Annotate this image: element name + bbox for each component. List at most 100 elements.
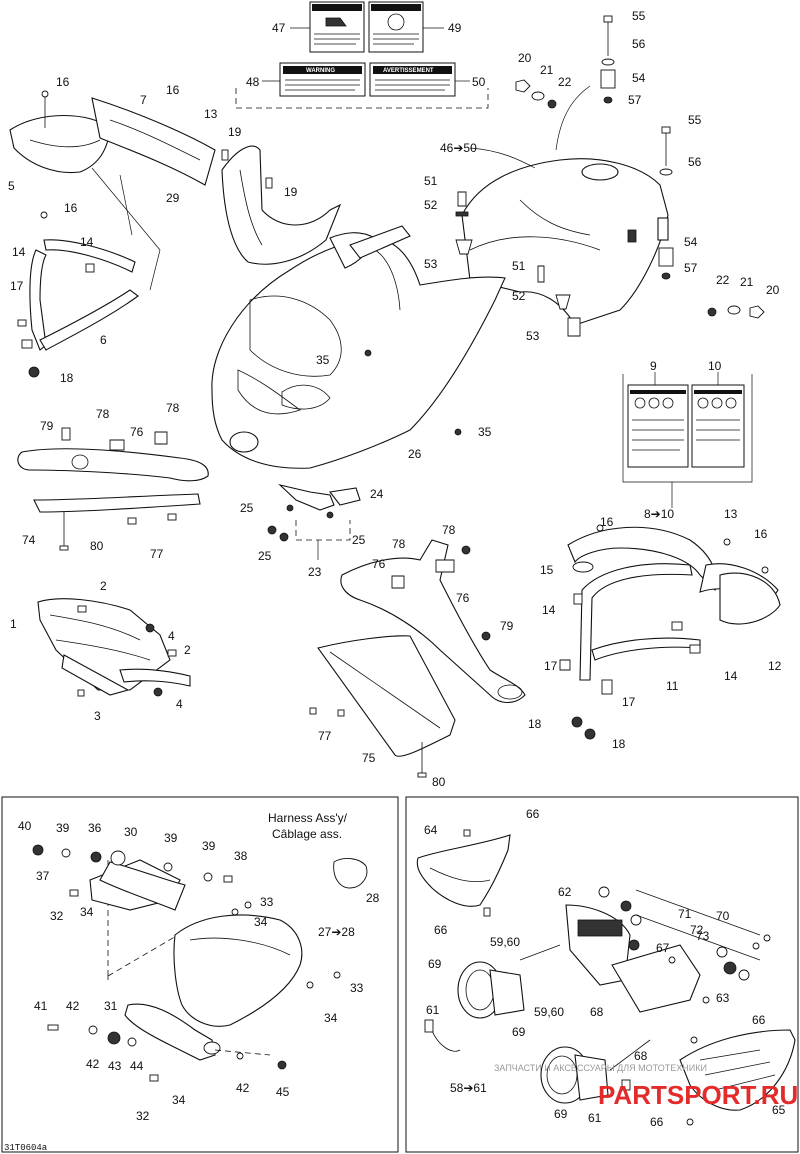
callout-1: 1 [10, 617, 17, 631]
callout-27-28: 27➔28 [318, 925, 355, 939]
callout-39-a: 39 [56, 821, 70, 835]
callout-56-lower: 56 [688, 155, 702, 169]
headlight-lamp-group [416, 829, 796, 1126]
callout-78-b: 78 [166, 401, 180, 415]
callout-20-lower: 20 [766, 283, 780, 297]
decal-50-heading: AVERTISSEMENT [383, 68, 434, 74]
headlight-assembly-panel [405, 796, 799, 1153]
headlight-bracket-panel [1, 796, 399, 1153]
callout-75: 75 [362, 751, 376, 765]
callout-67: 67 [656, 941, 670, 955]
callout-22-lower: 22 [716, 273, 730, 287]
callout-17-b: 17 [544, 659, 558, 673]
callout-14-c: 14 [542, 603, 556, 617]
callout-28: 28 [366, 891, 380, 905]
callout-42-b: 42 [86, 1057, 100, 1071]
right-bumper-frame-11 [559, 524, 781, 740]
front-bumper-frame-6 [17, 90, 139, 378]
callout-69-a: 69 [428, 957, 442, 971]
callout-55-lower: 55 [688, 113, 702, 127]
callout-32-b: 32 [136, 1109, 150, 1123]
callout-14-a: 14 [12, 245, 26, 259]
callout-10: 10 [708, 359, 722, 373]
callout-56-upper: 56 [632, 37, 646, 51]
callout-42-a: 42 [66, 999, 80, 1013]
callout-77-b: 77 [318, 729, 332, 743]
callout-7: 7 [140, 93, 147, 107]
callout-34-d: 34 [172, 1093, 186, 1107]
callout-47: 47 [272, 21, 286, 35]
callout-18-c: 18 [612, 737, 626, 751]
side-handle-74 [17, 427, 209, 551]
callout-25-c: 25 [352, 533, 366, 547]
callout-34-c: 34 [324, 1011, 338, 1025]
callout-6: 6 [100, 333, 107, 347]
callout-39-b: 39 [164, 831, 178, 845]
callout-35-b: 35 [478, 425, 492, 439]
callout-23: 23 [308, 565, 322, 579]
belly-pan-75 [309, 539, 526, 778]
callout-34-b: 34 [254, 915, 268, 929]
callout-25-b: 25 [258, 549, 272, 563]
callout-77-a: 77 [150, 547, 164, 561]
callout-40: 40 [18, 819, 32, 833]
callout-63: 63 [716, 991, 730, 1005]
callout-5: 5 [8, 179, 15, 193]
callout-64: 64 [424, 823, 438, 837]
callout-70: 70 [716, 909, 730, 923]
callout-79-a: 79 [40, 419, 54, 433]
callout-49: 49 [448, 21, 462, 35]
callout-20-upper: 20 [518, 51, 532, 65]
callout-79-b: 79 [500, 619, 514, 633]
callout-9: 9 [650, 359, 657, 373]
callout-19-b: 19 [284, 185, 298, 199]
callout-68-a: 68 [590, 1005, 604, 1019]
callout-labels: 47 49 48 50 46➔50 55 56 54 57 20 21 22 5… [8, 9, 786, 1129]
callout-16-e: 16 [754, 527, 768, 541]
callout-72: 72 [690, 923, 704, 937]
callout-3: 3 [94, 709, 101, 723]
callout-76-b: 76 [372, 557, 386, 571]
callout-44: 44 [130, 1059, 144, 1073]
diagram-code: 31T0604a [4, 1143, 48, 1153]
front-rack-1 [37, 598, 191, 697]
callout-52-a: 52 [424, 198, 438, 212]
callout-14-d: 14 [724, 669, 738, 683]
callout-74: 74 [22, 533, 36, 547]
callout-37: 37 [36, 869, 50, 883]
callout-54-lower: 54 [684, 235, 698, 249]
callout-51-a: 51 [424, 174, 438, 188]
callout-12: 12 [768, 659, 782, 673]
bracket-23 [267, 483, 361, 560]
callout-16-b: 16 [166, 83, 180, 97]
decal-48-heading: WARNING [306, 68, 335, 74]
callout-2-a: 2 [100, 579, 107, 593]
front-body-26 [211, 225, 506, 469]
callout-13-a: 13 [204, 107, 218, 121]
callout-26: 26 [408, 447, 422, 461]
callout-61-a: 61 [426, 1003, 440, 1017]
callout-25-a: 25 [240, 501, 254, 515]
callout-80-a: 80 [90, 539, 104, 553]
callout-57-lower: 57 [684, 261, 698, 275]
callout-78-c: 78 [442, 523, 456, 537]
callout-78-d: 78 [392, 537, 406, 551]
callout-43: 43 [108, 1059, 122, 1073]
decal-10 [691, 384, 745, 468]
callout-52-b: 52 [512, 289, 526, 303]
callout-66-a: 66 [526, 807, 540, 821]
callout-66-d: 66 [650, 1115, 664, 1129]
callout-14-b: 14 [80, 235, 94, 249]
callout-18-a: 18 [60, 371, 74, 385]
callout-55-upper: 55 [632, 9, 646, 23]
callout-45: 45 [276, 1085, 290, 1099]
headlight-housing-group [32, 844, 368, 1082]
callout-50: 50 [472, 75, 486, 89]
callout-31: 31 [104, 999, 118, 1013]
watermark-logo: PARTSPORT.RU [598, 1080, 798, 1110]
harness-label-en: Harness Ass'y/ [268, 811, 348, 825]
callout-16-c: 16 [64, 201, 78, 215]
callout-66-b: 66 [434, 923, 448, 937]
callout-57-upper: 57 [628, 93, 642, 107]
callout-13-b: 13 [724, 507, 738, 521]
